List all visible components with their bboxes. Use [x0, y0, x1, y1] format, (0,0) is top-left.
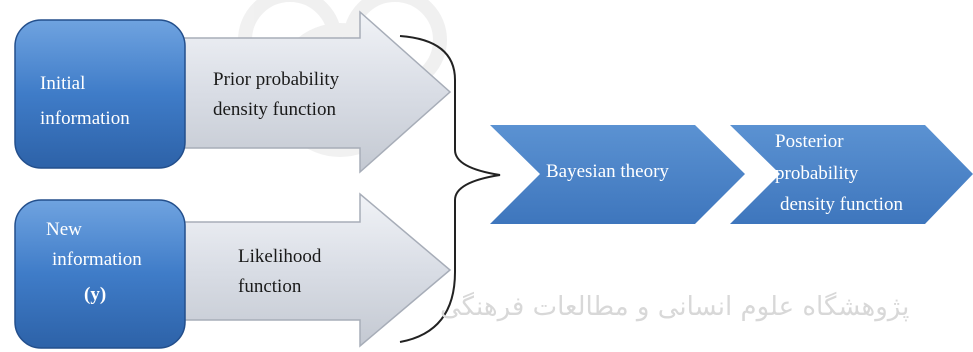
posterior-label-line2: probability: [775, 163, 859, 184]
prior-label-line1: Prior probability: [213, 69, 340, 90]
initial-information-line2: information: [40, 108, 130, 129]
likelihood-label-line2: function: [238, 276, 302, 297]
new-information-box: [14, 199, 186, 349]
posterior-chevron: [730, 125, 973, 224]
prior-arrow: [174, 10, 452, 174]
bayesian-theory-chevron: [490, 125, 745, 224]
bayesian-theory-label: Bayesian theory: [546, 161, 669, 182]
new-information-line2: information: [52, 249, 142, 270]
new-information-line3: (y): [84, 284, 107, 305]
likelihood-arrow: [174, 192, 452, 348]
initial-information-box: [14, 19, 186, 169]
likelihood-label-line1: Likelihood: [238, 246, 322, 267]
prior-label-line2: density function: [213, 99, 336, 120]
new-information-line1: New: [46, 219, 82, 240]
posterior-label-line1: Posterior: [775, 131, 844, 152]
watermark-text: پژوهشگاه علوم انسانی و مطالعات فرهنگی: [440, 292, 910, 322]
combine-brace: [399, 35, 501, 343]
initial-information-line1: Initial: [40, 73, 86, 94]
posterior-label-line3: density function: [780, 194, 903, 215]
